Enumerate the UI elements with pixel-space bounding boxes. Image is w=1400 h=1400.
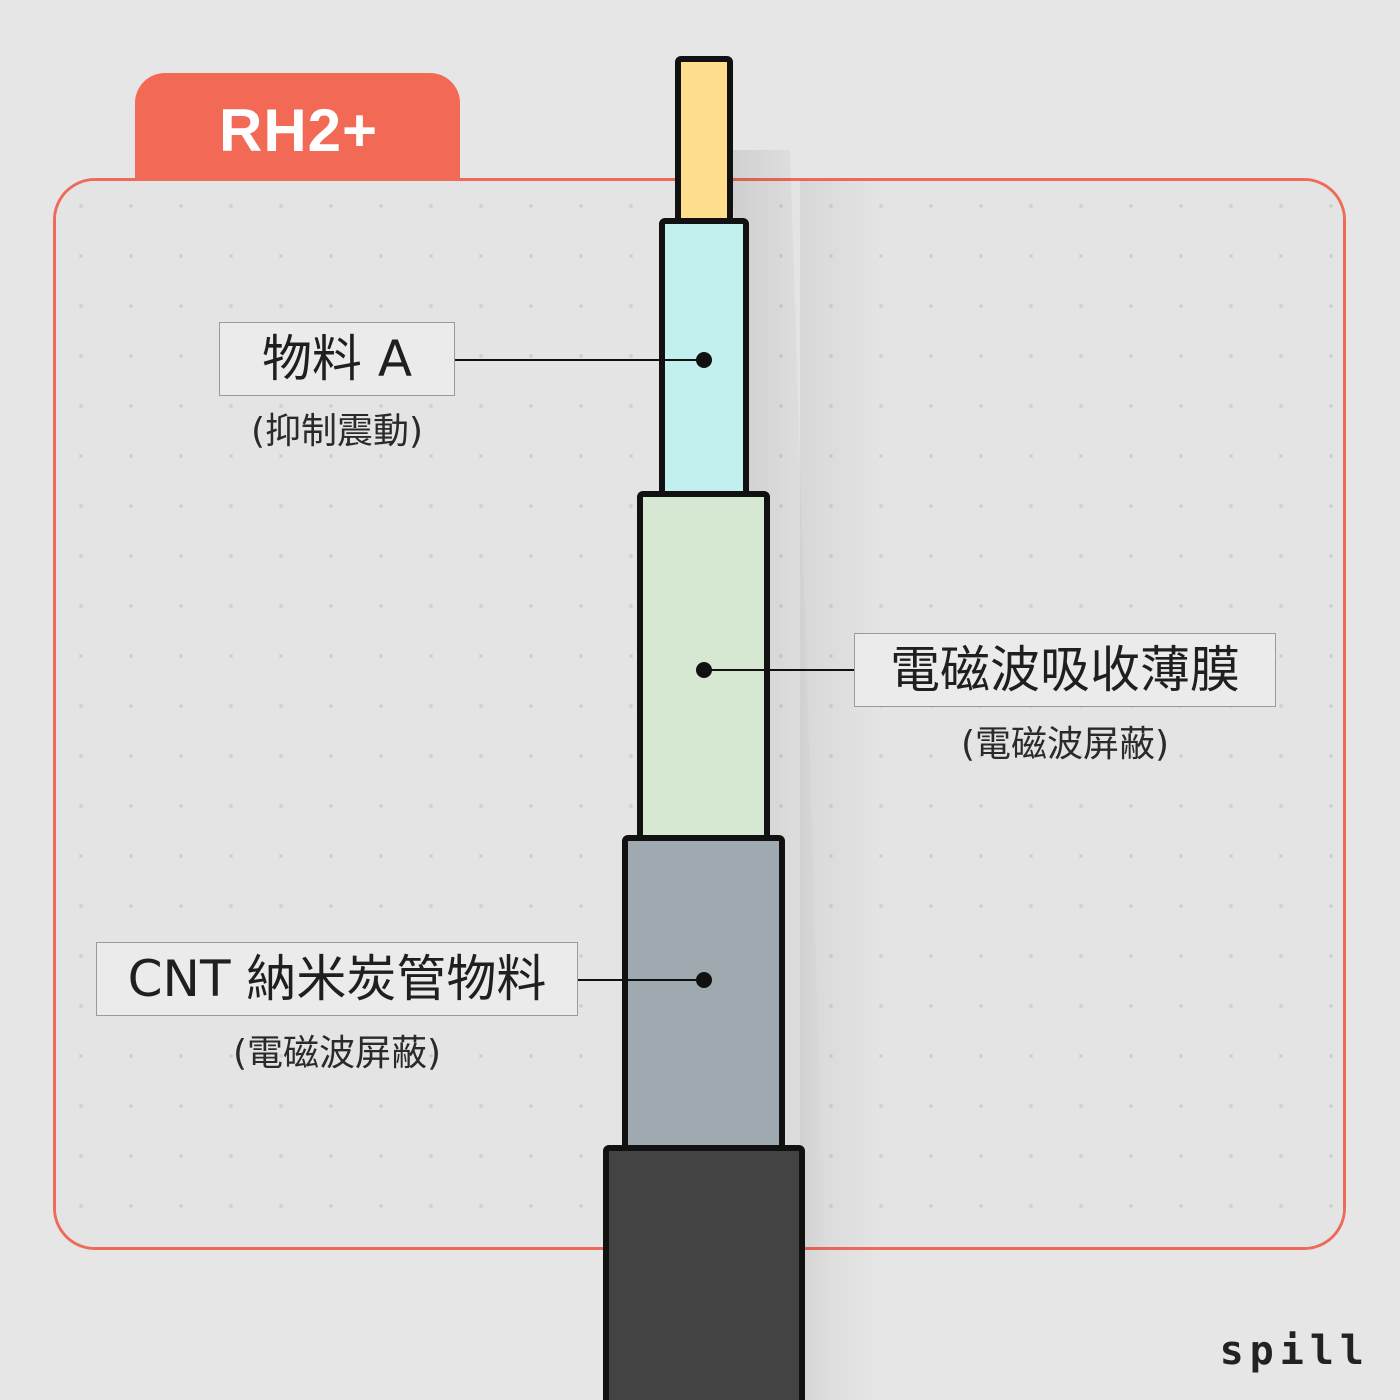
label-material-a-subtitle: (抑制震動) (250, 411, 424, 452)
leader-dot-material-a (696, 352, 712, 368)
label-cnt-material-title: CNT 納米炭管物料 (127, 950, 547, 1008)
label-material-a-title: 物料 A (261, 330, 413, 388)
layer-material-a (659, 218, 749, 524)
label-emi-absorbing-film-title: 電磁波吸收薄膜 (890, 641, 1240, 699)
label-cnt-material: CNT 納米炭管物料 (96, 942, 578, 1016)
label-emi-absorbing-film: 電磁波吸收薄膜 (854, 633, 1276, 707)
leader-dot-cnt (696, 972, 712, 988)
header-title: RH2+ (219, 97, 379, 164)
label-emi-absorbing-film-subtitle: (電磁波屏蔽) (960, 724, 1170, 765)
brand-logo: spill (1219, 1328, 1370, 1374)
layer-outer-jacket (603, 1145, 805, 1400)
shadow-strip (800, 180, 880, 1400)
layer-emi-absorbing-film (637, 491, 770, 867)
label-cnt-material-subtitle: (電磁波屏蔽) (232, 1033, 442, 1074)
leader-dot-emi-film (696, 662, 712, 678)
layer-cnt-material (622, 835, 785, 1181)
label-material-a: 物料 A (219, 322, 455, 396)
